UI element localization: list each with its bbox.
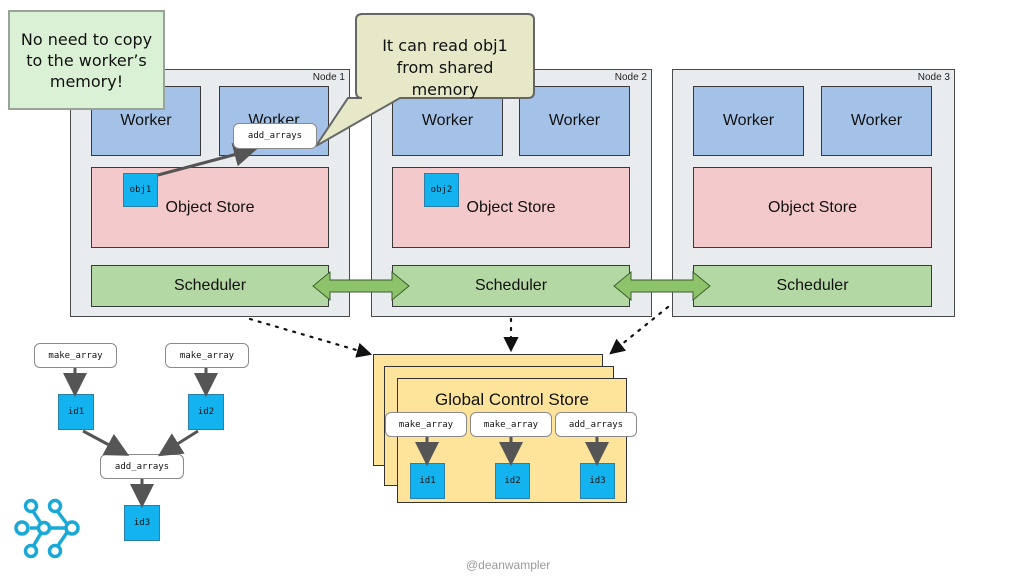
node-1-scheduler: Scheduler [91,265,329,307]
note-no-copy-text: No need to copy to the worker’s memory! [20,29,153,91]
note-no-copy: No need to copy to the worker’s memory! [8,10,165,110]
graph-id1: id1 [58,394,94,430]
worker-label: Worker [120,112,172,129]
graph-add-arrays: add_arrays [100,454,184,479]
worker-label: Worker [548,112,601,129]
graph-make-array-left: make_array [34,343,117,368]
node-3-worker-2: Worker [821,86,932,156]
object-store-label: Object Store [165,198,255,216]
worker-label: Worker [421,112,474,129]
node-1-task-add-arrays: add_arrays [233,123,317,149]
gcs-task-make-array-1: make_array [385,412,467,437]
object-obj2: obj2 [424,173,459,207]
scheduler-label: Scheduler [776,277,849,294]
node-1-label: Node 1 [312,72,345,83]
gcs-id3: id3 [580,463,615,499]
callout-read-shared-memory: It can read obj1 from shared memory [382,36,508,99]
graph-id3: id3 [124,505,160,541]
gcs-task-make-array-2: make_array [470,412,552,437]
gcs-title: Global Control Store [434,390,590,409]
object-store-label: Object Store [768,198,857,216]
scheduler-label: Scheduler [173,277,247,294]
node-3-object-store: Object Store [693,167,932,248]
node-2-worker-2: Worker [519,86,630,156]
object-store-label: Object Store [466,198,556,216]
object-obj1-label: obj1 [129,185,152,195]
worker-label: Worker [850,112,903,129]
gcs-task-add-arrays: add_arrays [555,412,637,437]
gcs-id2: id2 [495,463,530,499]
gcs-id1: id1 [410,463,445,499]
node-3-label: Node 3 [917,72,950,83]
scheduler-label: Scheduler [474,277,548,294]
object-obj1: obj1 [123,173,158,207]
node-3-scheduler: Scheduler [693,265,932,307]
author-credit: @deanwampler [466,558,551,572]
node-2-scheduler: Scheduler [392,265,630,307]
graph-id2: id2 [188,394,224,430]
node-2-label: Node 2 [614,72,647,83]
node-3-worker-1: Worker [693,86,804,156]
graph-make-array-right: make_array [165,343,249,368]
worker-label: Worker [722,112,775,129]
object-obj2-label: obj2 [430,185,453,195]
